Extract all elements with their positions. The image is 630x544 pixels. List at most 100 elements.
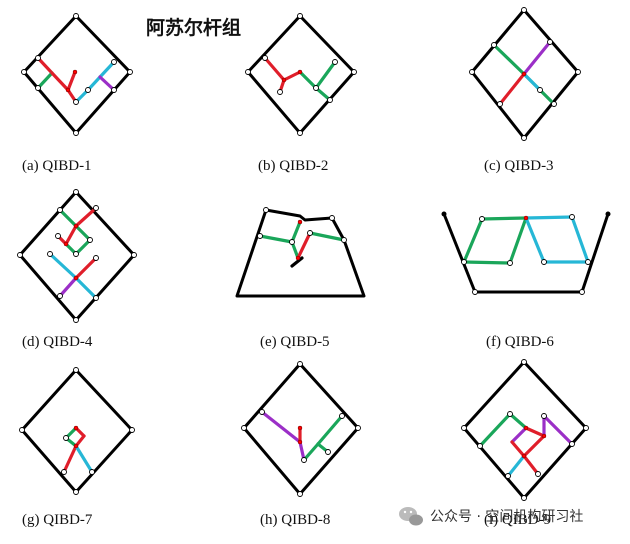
joint-ground: [605, 211, 611, 217]
caption-h: (h) QIBD-8: [260, 512, 330, 528]
link-red: [50, 71, 70, 92]
link-green: [298, 70, 318, 90]
frame: [22, 14, 132, 135]
joint-red: [521, 453, 527, 459]
joint: [111, 59, 117, 65]
joint: [73, 99, 79, 105]
link-green: [478, 412, 512, 448]
joint: [491, 42, 497, 48]
link-red: [522, 434, 546, 458]
joint: [332, 59, 338, 65]
joint: [327, 97, 333, 103]
joint: [17, 252, 23, 258]
link-green: [74, 238, 92, 256]
link-cyan: [74, 444, 94, 474]
joint: [551, 101, 557, 107]
joint: [73, 367, 79, 373]
caption-g: (g) QIBD-7: [22, 512, 93, 528]
joint-red: [63, 241, 69, 247]
joint: [535, 471, 541, 477]
link-green: [314, 60, 337, 90]
joint: [93, 255, 99, 261]
joint: [497, 101, 503, 107]
joint-red: [541, 433, 547, 439]
joint: [313, 85, 319, 91]
link-green: [314, 86, 332, 102]
joint: [93, 205, 99, 211]
joint-red: [523, 215, 529, 221]
joint: [73, 317, 79, 323]
joint-red: [72, 69, 78, 75]
joint-red: [73, 425, 79, 431]
panel-qibd-2: (b) QIBD-2: [245, 13, 357, 174]
link-cyan: [522, 72, 542, 92]
joint: [245, 69, 251, 75]
joint: [289, 239, 295, 245]
panel-qibd-4: (d) QIBD-4: [17, 189, 137, 350]
joint: [73, 189, 79, 195]
link-purple: [98, 75, 116, 92]
link-red: [64, 224, 78, 246]
joint: [541, 259, 547, 265]
panel-qibd-8: (h) QIBD-8: [241, 361, 361, 528]
link-red: [74, 256, 98, 280]
joint: [73, 489, 79, 495]
joint: [355, 425, 361, 431]
link-green: [316, 414, 344, 446]
joint: [541, 413, 547, 419]
link-green: [290, 220, 302, 244]
link-cyan: [74, 276, 98, 300]
link-red: [74, 206, 98, 228]
joint: [111, 87, 117, 93]
link-cyan: [570, 215, 590, 264]
joint: [57, 293, 63, 299]
link-green: [258, 234, 294, 244]
watermark: 公众号 · 空间机构研习社: [399, 507, 583, 526]
joint-red: [297, 219, 303, 225]
panel-qibd-6: (f) QIBD-6: [441, 211, 611, 350]
joint: [583, 425, 589, 431]
joint: [262, 55, 268, 61]
joint: [277, 89, 283, 95]
joint: [469, 69, 475, 75]
joint: [477, 443, 483, 449]
joint: [297, 130, 303, 136]
link-red: [524, 426, 546, 438]
joint-red: [297, 439, 303, 445]
link-cyan: [524, 215, 574, 220]
joint: [35, 85, 41, 91]
link-purple: [260, 410, 302, 444]
joint: [521, 495, 527, 501]
joint-red: [297, 425, 303, 431]
joint: [87, 237, 93, 243]
link-red: [498, 72, 526, 106]
link-cyan: [98, 60, 116, 79]
joint: [521, 359, 527, 365]
joint: [569, 441, 575, 447]
panel-qibd-7: (g) QIBD-7: [19, 367, 135, 528]
joint: [507, 411, 513, 417]
joint: [263, 207, 269, 213]
link-green: [74, 224, 92, 242]
caption-b: (b) QIBD-2: [258, 158, 328, 174]
joint: [569, 214, 575, 220]
joint-red: [73, 443, 79, 449]
link-green: [492, 43, 526, 76]
joint: [579, 289, 585, 295]
joint-red: [523, 425, 529, 431]
link-red: [36, 56, 54, 75]
joint: [537, 87, 543, 93]
joint: [297, 491, 303, 497]
joint: [241, 425, 247, 431]
joint-red: [295, 255, 301, 261]
joint: [89, 469, 95, 475]
joint: [329, 215, 335, 221]
link-green: [302, 442, 320, 462]
joint: [461, 425, 467, 431]
joint: [93, 295, 99, 301]
joint: [57, 207, 63, 213]
watermark-text: 公众号 · 空间机构研习社: [430, 509, 583, 525]
joint: [301, 457, 307, 463]
link-cyan: [48, 252, 78, 280]
